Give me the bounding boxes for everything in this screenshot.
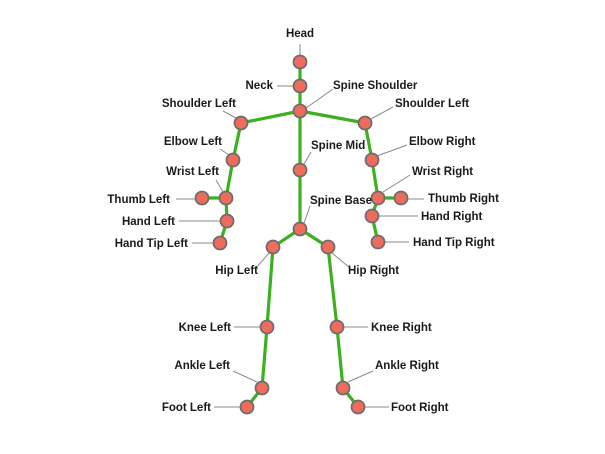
label-hip-left: Hip Left	[215, 265, 258, 277]
joint-spine-shoulder	[292, 103, 308, 119]
bone-spine-shoulder-to-shoulder-left	[239, 109, 302, 125]
label-thumb-left: Thumb Left	[107, 194, 170, 206]
label-neck: Neck	[246, 80, 274, 92]
bone-knee-left-to-ankle-left	[260, 325, 269, 390]
leader-line-hip-left	[255, 252, 270, 269]
leader-line-spine-mid	[303, 151, 312, 165]
label-foot-left: Foot Left	[162, 402, 211, 414]
leader-line-elbow-right	[376, 144, 408, 157]
joint-hip-right	[320, 239, 336, 255]
leader-line-hip-right	[331, 252, 351, 269]
leader-line-shoulder-right	[370, 106, 394, 120]
joint-thumb-left	[194, 190, 210, 206]
joint-spine-mid	[292, 162, 308, 178]
joint-hand-right	[364, 208, 380, 224]
label-wrist-right: Wrist Right	[412, 166, 473, 178]
joint-foot-right	[350, 399, 366, 415]
bone-hip-right-to-knee-right	[326, 245, 339, 329]
label-knee-right: Knee Right	[371, 322, 432, 334]
joint-head	[292, 54, 308, 70]
label-spine-shoulder: Spine Shoulder	[333, 80, 418, 92]
bone-hip-left-to-knee-left	[265, 245, 275, 329]
label-foot-right: Foot Right	[391, 402, 449, 414]
bone-knee-right-to-ankle-right	[335, 325, 345, 390]
label-hand-right: Hand Right	[421, 211, 482, 223]
label-elbow-left: Elbow Left	[164, 136, 222, 148]
joints-layer	[194, 54, 409, 415]
joint-shoulder-right	[357, 115, 373, 131]
leader-line-elbow-left	[219, 148, 230, 156]
joint-neck	[292, 78, 308, 94]
leader-line-ankle-left	[232, 370, 258, 383]
label-ankle-right: Ankle Right	[375, 360, 439, 372]
joint-knee-left	[259, 319, 275, 335]
joint-elbow-right	[364, 152, 380, 168]
joint-ankle-left	[254, 380, 270, 396]
leader-line-spine-shoulder	[305, 88, 334, 109]
label-wrist-left: Wrist Left	[166, 166, 219, 178]
label-ankle-left: Ankle Left	[174, 360, 230, 372]
label-hand-left: Hand Left	[122, 216, 175, 228]
leader-line-ankle-right	[347, 370, 374, 383]
joint-thumb-right	[393, 190, 409, 206]
label-knee-left: Knee Left	[179, 322, 232, 334]
leader-line-spine-base	[303, 205, 311, 224]
joint-foot-left	[239, 399, 255, 415]
label-elbow-right: Elbow Right	[409, 136, 476, 148]
bone-spine-shoulder-to-shoulder-right	[298, 109, 367, 125]
label-head: Head	[286, 28, 314, 40]
joint-hand-tip-left	[212, 235, 228, 251]
joint-knee-right	[329, 319, 345, 335]
label-thumb-right: Thumb Right	[428, 193, 499, 205]
joint-spine-base	[292, 221, 308, 237]
joint-hand-left	[219, 213, 235, 229]
leader-line-wrist-left	[215, 179, 224, 193]
leader-line-shoulder-left	[222, 110, 237, 119]
joint-hip-left	[265, 239, 281, 255]
label-spine-base: Spine Base	[310, 195, 372, 207]
joint-shoulder-left	[233, 115, 249, 131]
label-hand-tip-left: Hand Tip Left	[115, 238, 188, 250]
label-shoulder-right: Shoulder Left	[395, 98, 469, 110]
leader-lines-layer	[176, 44, 424, 408]
joint-elbow-left	[225, 152, 241, 168]
label-shoulder-left: Shoulder Left	[162, 98, 236, 110]
joint-hand-tip-right	[370, 234, 386, 250]
joint-wrist-left	[218, 190, 234, 206]
label-hand-tip-right: Hand Tip Right	[413, 237, 495, 249]
label-spine-mid: Spine Mid	[311, 140, 365, 152]
leader-line-wrist-right	[382, 174, 411, 193]
label-hip-right: Hip Right	[348, 265, 399, 277]
joint-wrist-right	[370, 190, 386, 206]
joint-ankle-right	[335, 380, 351, 396]
